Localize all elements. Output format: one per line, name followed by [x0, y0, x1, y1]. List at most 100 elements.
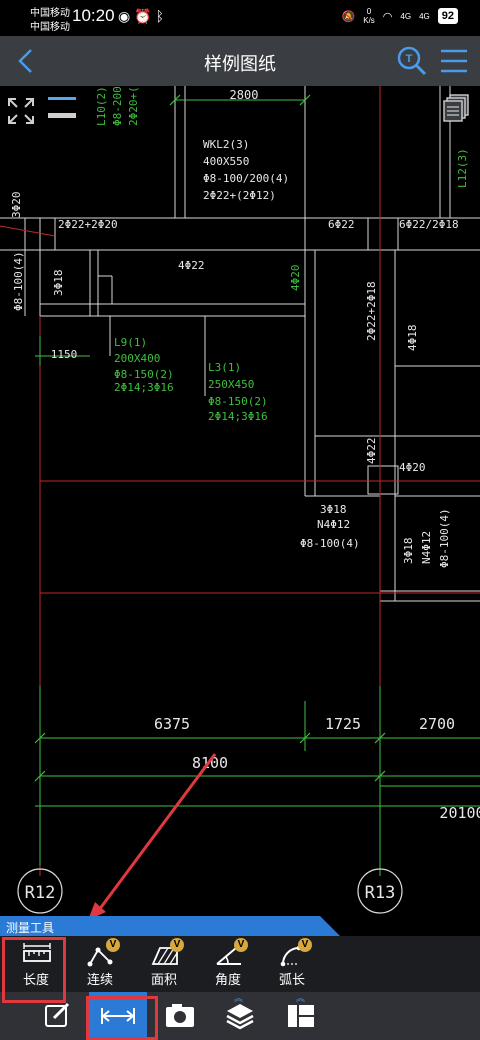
edit-icon	[45, 1002, 70, 1027]
l9-line3: Φ8-150(2)	[114, 368, 174, 381]
page-title: 样例图纸	[204, 54, 276, 74]
vip-badge: V	[234, 938, 248, 952]
n4-line1: 3Φ18	[320, 503, 347, 516]
wifi-icon: ◠	[382, 10, 393, 23]
n4-line3: Φ8-100(4)	[300, 537, 360, 550]
annotation-arrow	[88, 753, 217, 920]
green-labels: L10(2) Φ8-200 2Φ20+( L12(3) 4Φ20 L9(1) 2…	[95, 86, 469, 423]
angle-icon	[216, 947, 241, 965]
right-4phi20: 4Φ20	[399, 461, 426, 474]
polyline-icon	[87, 947, 113, 967]
cad-drawing[interactable]: R12 R13 2800 1150 6375 1725 2700 8100 20…	[0, 86, 480, 920]
stack-icon	[443, 94, 469, 122]
fullscreen-button[interactable]	[6, 96, 36, 126]
axis-circle-r13	[357, 868, 403, 914]
l9-line2: 200X400	[114, 352, 160, 365]
status-icons: ◉⏰ᛒ	[118, 8, 168, 25]
top-right-rebar: 6Φ22/2Φ18	[399, 218, 459, 231]
tool-continuous[interactable]: V 连续	[68, 936, 132, 992]
cad-drawing-canvas[interactable]: R12 R13 2800 1150 6375 1725 2700 8100 20…	[0, 86, 480, 920]
layout-icon	[288, 1005, 314, 1027]
tool-area-label: 面积	[150, 972, 177, 987]
wkl2-line1: WKL2(3)	[203, 138, 249, 151]
dimension-ticks	[34, 94, 386, 782]
dim-6375: 6375	[154, 715, 190, 733]
axis-r12-label: R12	[25, 883, 56, 903]
alarm-icon: ⏰	[134, 8, 156, 24]
left-v3: 3Φ18	[52, 270, 65, 297]
signal-2: 4G	[419, 11, 430, 21]
layers-icon	[226, 1004, 254, 1030]
left-v2: Φ8-100(4)	[12, 251, 25, 311]
tool-continuous-label: 连续	[86, 972, 113, 987]
col-4phi22: 4Φ22	[365, 438, 378, 465]
wkl2-line4: 2Φ22+(2Φ12)	[203, 189, 276, 202]
highlight-measure-button	[86, 996, 158, 1040]
tool-arc-length[interactable]: V 弧长	[260, 936, 324, 992]
l10-line3: 2Φ20+(	[127, 86, 140, 126]
mute-icon: 🔕	[341, 10, 356, 23]
tool-area[interactable]: V 面积	[132, 936, 196, 992]
edit-button[interactable]	[28, 992, 86, 1040]
tool-length-label: 长度	[22, 972, 49, 987]
back-arrow-icon	[18, 49, 32, 73]
camera-icon	[166, 1004, 194, 1027]
clock: 10:20	[72, 6, 115, 25]
l9-line1: L9(1)	[114, 336, 147, 349]
dim-1725: 1725	[325, 715, 361, 733]
l12-label: L12(3)	[456, 148, 469, 188]
axis-r13-label: R13	[365, 883, 396, 903]
l9-line4: 2Φ14;3Φ16	[114, 381, 174, 394]
title-bar: 样例图纸 T	[0, 36, 480, 86]
bluetooth-icon: ᛒ	[155, 8, 169, 24]
l3-line4: 2Φ14;3Φ16	[208, 410, 268, 423]
menu-icon	[441, 49, 467, 73]
eye-icon: ◉	[118, 8, 135, 24]
axis-circle-r12	[17, 868, 63, 914]
dimension-lines	[35, 99, 480, 876]
top-left-rebar: 2Φ22+2Φ20	[58, 218, 118, 231]
carrier-1: 中国移动	[30, 8, 70, 19]
l10-line1: L10(2)	[95, 86, 108, 126]
tool-angle[interactable]: V 角度	[196, 936, 260, 992]
measure-panel-header: 测量工具	[0, 916, 480, 936]
vip-badge: V	[170, 938, 184, 952]
dim-20100: 20100	[439, 804, 480, 822]
beam-labels: WKL2(3) 400X550 Φ8-100/200(4) 2Φ22+(2Φ12…	[10, 138, 459, 568]
wkl2-line3: Φ8-100/200(4)	[203, 172, 289, 185]
rv-line1: 3Φ18	[402, 538, 415, 565]
line-weight-button[interactable]	[46, 94, 78, 122]
layers-panel-button[interactable]	[440, 92, 472, 124]
signal-1: 4G	[400, 11, 412, 21]
carrier-2: 中国移动	[30, 22, 70, 33]
left-v1: 3Φ20	[10, 192, 23, 219]
tool-length[interactable]: 长度	[4, 936, 68, 992]
measure-button[interactable]	[89, 992, 147, 1040]
battery-indicator: 92	[437, 8, 458, 24]
highlight-length-tool	[2, 937, 66, 1003]
layout-button[interactable]	[272, 992, 330, 1040]
rv-line2: N4Φ12	[420, 531, 433, 564]
svg-text:T: T	[406, 53, 413, 65]
vip-badge: V	[298, 938, 312, 952]
top-mid-rebar: 6Φ22	[328, 218, 355, 231]
layers-button[interactable]	[211, 992, 269, 1040]
mid-beam-rebar: 4Φ22	[178, 259, 205, 272]
tool-arc-length-label: 弧长	[278, 972, 305, 987]
back-button[interactable]	[10, 44, 44, 78]
menu-button[interactable]	[438, 45, 470, 77]
n4-line2: N4Φ12	[317, 518, 350, 531]
measure-tools: 长度 V 连续 V 面积 V 角度 V 弧长	[0, 936, 480, 992]
l3-line2: 250X450	[208, 378, 254, 391]
bottom-toolbar: ︽ ︽	[0, 992, 480, 1040]
dim-2700: 2700	[419, 715, 455, 733]
layout-expand-icon: ︽	[296, 993, 306, 1003]
vip-badge: V	[106, 938, 120, 952]
search-button[interactable]: T	[396, 45, 428, 77]
l3-line3: Φ8-150(2)	[208, 395, 268, 408]
screenshot-button[interactable]	[150, 992, 208, 1040]
wkl2-line2: 400X550	[203, 155, 249, 168]
